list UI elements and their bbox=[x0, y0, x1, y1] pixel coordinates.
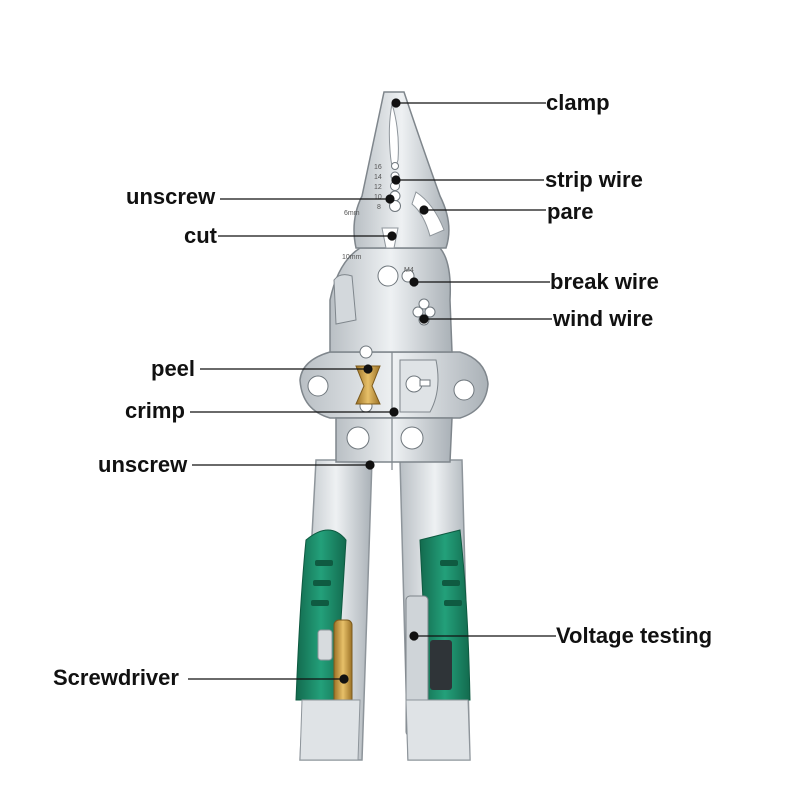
size-6mm-text: 6mm bbox=[344, 210, 360, 217]
label-peel: peel bbox=[151, 356, 196, 381]
label-cut: cut bbox=[184, 223, 217, 248]
gauge-16-text: 16 bbox=[374, 164, 382, 171]
gauge-12-text: 12 bbox=[374, 184, 382, 191]
label-pare: pare bbox=[547, 199, 594, 224]
label-clamp: clamp bbox=[546, 90, 610, 115]
right-handle bbox=[399, 459, 471, 761]
dot-cut bbox=[387, 231, 397, 241]
dot-strip-wire bbox=[391, 175, 401, 185]
dot-screwdriver bbox=[339, 674, 349, 684]
gauge-8-text: 8 bbox=[377, 204, 381, 211]
dot-voltage-testing bbox=[409, 631, 419, 641]
label-crimp: crimp bbox=[125, 398, 185, 423]
left-handle bbox=[295, 459, 373, 761]
label-unscrew-top: unscrew bbox=[126, 184, 216, 209]
dot-break-wire bbox=[409, 277, 419, 287]
label-strip-wire: strip wire bbox=[545, 167, 643, 192]
label-unscrew-bottom: unscrew bbox=[98, 452, 188, 477]
thread-m4-text: M4 bbox=[404, 267, 414, 274]
label-screwdriver: Screwdriver bbox=[53, 665, 179, 690]
dot-wind-wire bbox=[419, 314, 429, 324]
dot-peel bbox=[363, 364, 373, 374]
gauge-14-text: 14 bbox=[374, 174, 382, 181]
label-voltage-testing: Voltage testing bbox=[556, 623, 713, 648]
dot-unscrew-top bbox=[385, 194, 395, 204]
gauge-10-text: 10 bbox=[374, 194, 382, 201]
label-wind-wire: wind wire bbox=[553, 306, 654, 331]
dot-unscrew-bottom bbox=[365, 460, 375, 470]
leader-lines bbox=[188, 98, 556, 684]
dot-clamp bbox=[391, 98, 401, 108]
dot-pare bbox=[419, 205, 429, 215]
size-10mm-text: 10mm bbox=[342, 254, 362, 261]
dot-crimp bbox=[389, 407, 399, 417]
label-break-wire: break wire bbox=[550, 269, 659, 294]
